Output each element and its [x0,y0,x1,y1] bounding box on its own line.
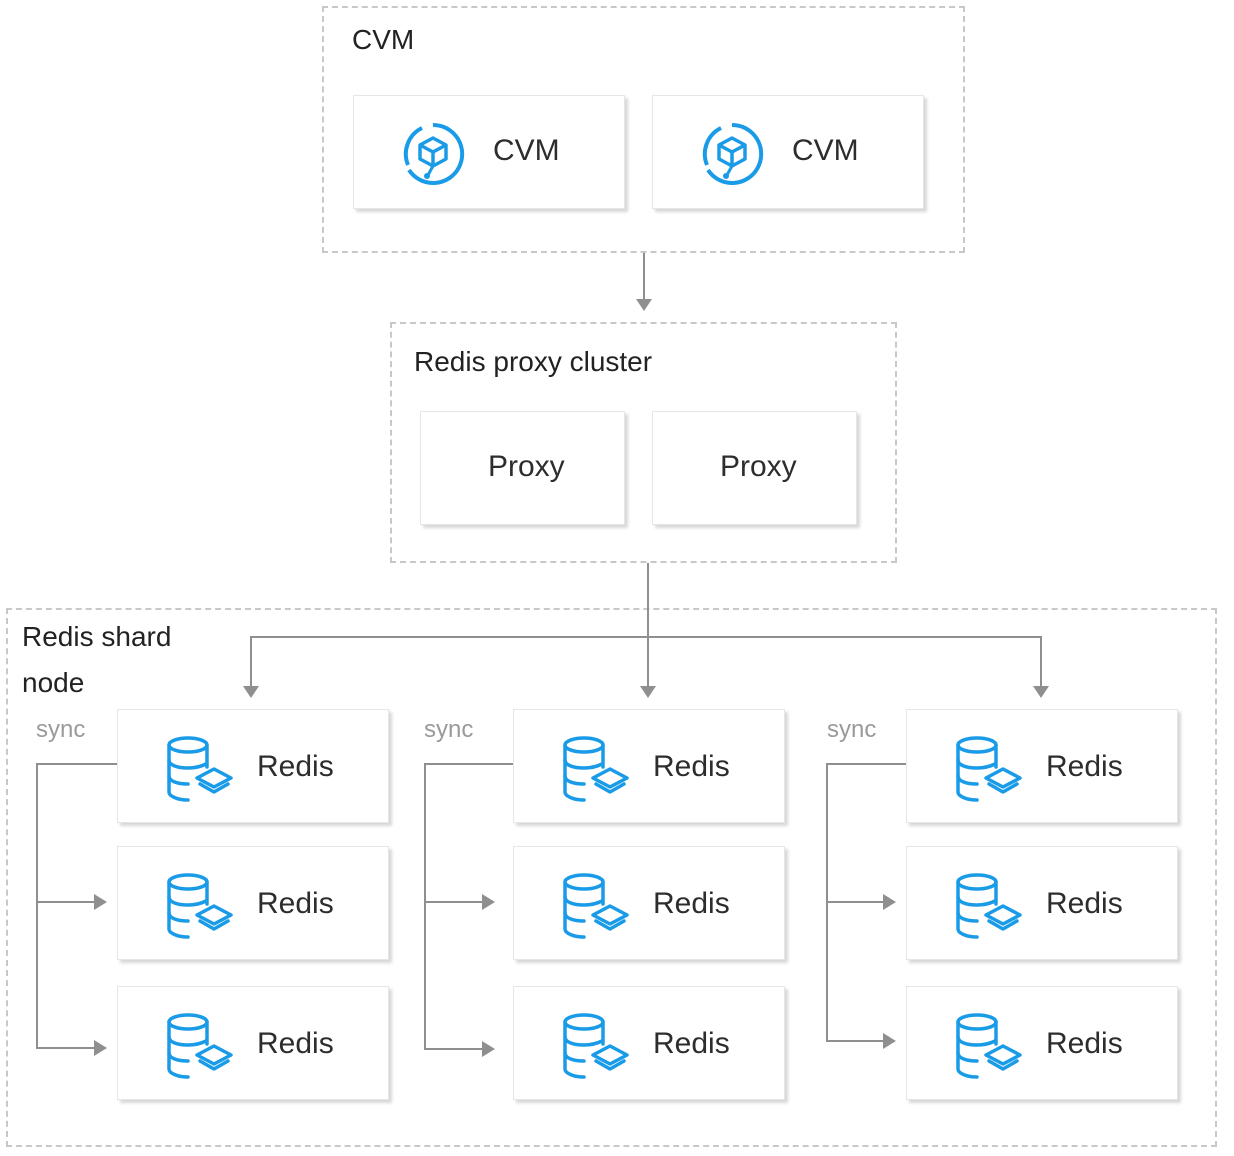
proxy-node-label: Proxy [488,450,565,483]
sync-label: sync [424,716,474,743]
redis-node[interactable]: Redis [117,986,389,1100]
redis-database-icon [953,1011,1023,1084]
redis-node[interactable]: Redis [513,986,785,1100]
cvm-icon [699,121,765,192]
arrowhead-shard-2 [640,686,656,698]
sync-arrowhead [94,1040,107,1056]
sync-arrowhead [482,1041,495,1057]
cvm-group-title: CVM [352,24,415,55]
redis-database-icon [953,734,1023,807]
redis-node[interactable]: Redis [906,709,1178,823]
redis-node-label: Redis [653,750,730,783]
sync-label: sync [36,716,86,743]
redis-node[interactable]: Redis [906,986,1178,1100]
redis-shard-title-line-2: node [22,667,85,698]
redis-shard-title-line-1: Redis shard [22,621,172,652]
sync-arrowhead [94,894,107,910]
cvm-node-2[interactable]: CVM [652,95,924,209]
proxy-cluster-group [390,322,897,563]
proxy-to-shard-1 [250,636,648,688]
proxy-node-2[interactable]: Proxy [652,411,857,525]
redis-shard-title: Redis shard node [22,614,171,706]
arrowhead-shard-3 [1033,686,1049,698]
redis-node-label: Redis [653,887,730,920]
sync-label: sync [827,716,877,743]
proxy-to-shard-3 [648,636,1042,688]
redis-database-icon [560,1011,630,1084]
cvm-node-label: CVM [792,134,859,167]
redis-node[interactable]: Redis [117,846,389,960]
redis-database-icon [164,734,234,807]
redis-node-label: Redis [1046,1027,1123,1060]
sync-arrowhead [883,894,896,910]
redis-node[interactable]: Redis [906,846,1178,960]
redis-shard-group [6,608,1217,1147]
redis-node-label: Redis [653,1027,730,1060]
cvm-node-1[interactable]: CVM [353,95,625,209]
sync-arrowhead [883,1033,896,1049]
redis-node-label: Redis [1046,887,1123,920]
proxy-node-1[interactable]: Proxy [420,411,625,525]
proxy-node-label: Proxy [720,450,797,483]
redis-node-label: Redis [1046,750,1123,783]
cvm-icon [400,121,466,192]
cvm-node-label: CVM [493,134,560,167]
proxy-cluster-title: Redis proxy cluster [414,346,653,377]
sync-arrowhead [482,894,495,910]
redis-node[interactable]: Redis [513,709,785,823]
redis-database-icon [164,1011,234,1084]
cvm-to-proxy-arrowhead [636,299,652,311]
cvm-group [322,6,965,253]
arrowhead-shard-1 [243,686,259,698]
redis-database-icon [560,734,630,807]
redis-database-icon [560,871,630,944]
redis-node[interactable]: Redis [117,709,389,823]
redis-node-label: Redis [257,887,334,920]
redis-node-label: Redis [257,750,334,783]
redis-database-icon [953,871,1023,944]
redis-database-icon [164,871,234,944]
redis-node[interactable]: Redis [513,846,785,960]
sync-line-shard-1 [36,763,117,1049]
sync-line-shard-2 [424,763,513,1050]
redis-node-label: Redis [257,1027,334,1060]
